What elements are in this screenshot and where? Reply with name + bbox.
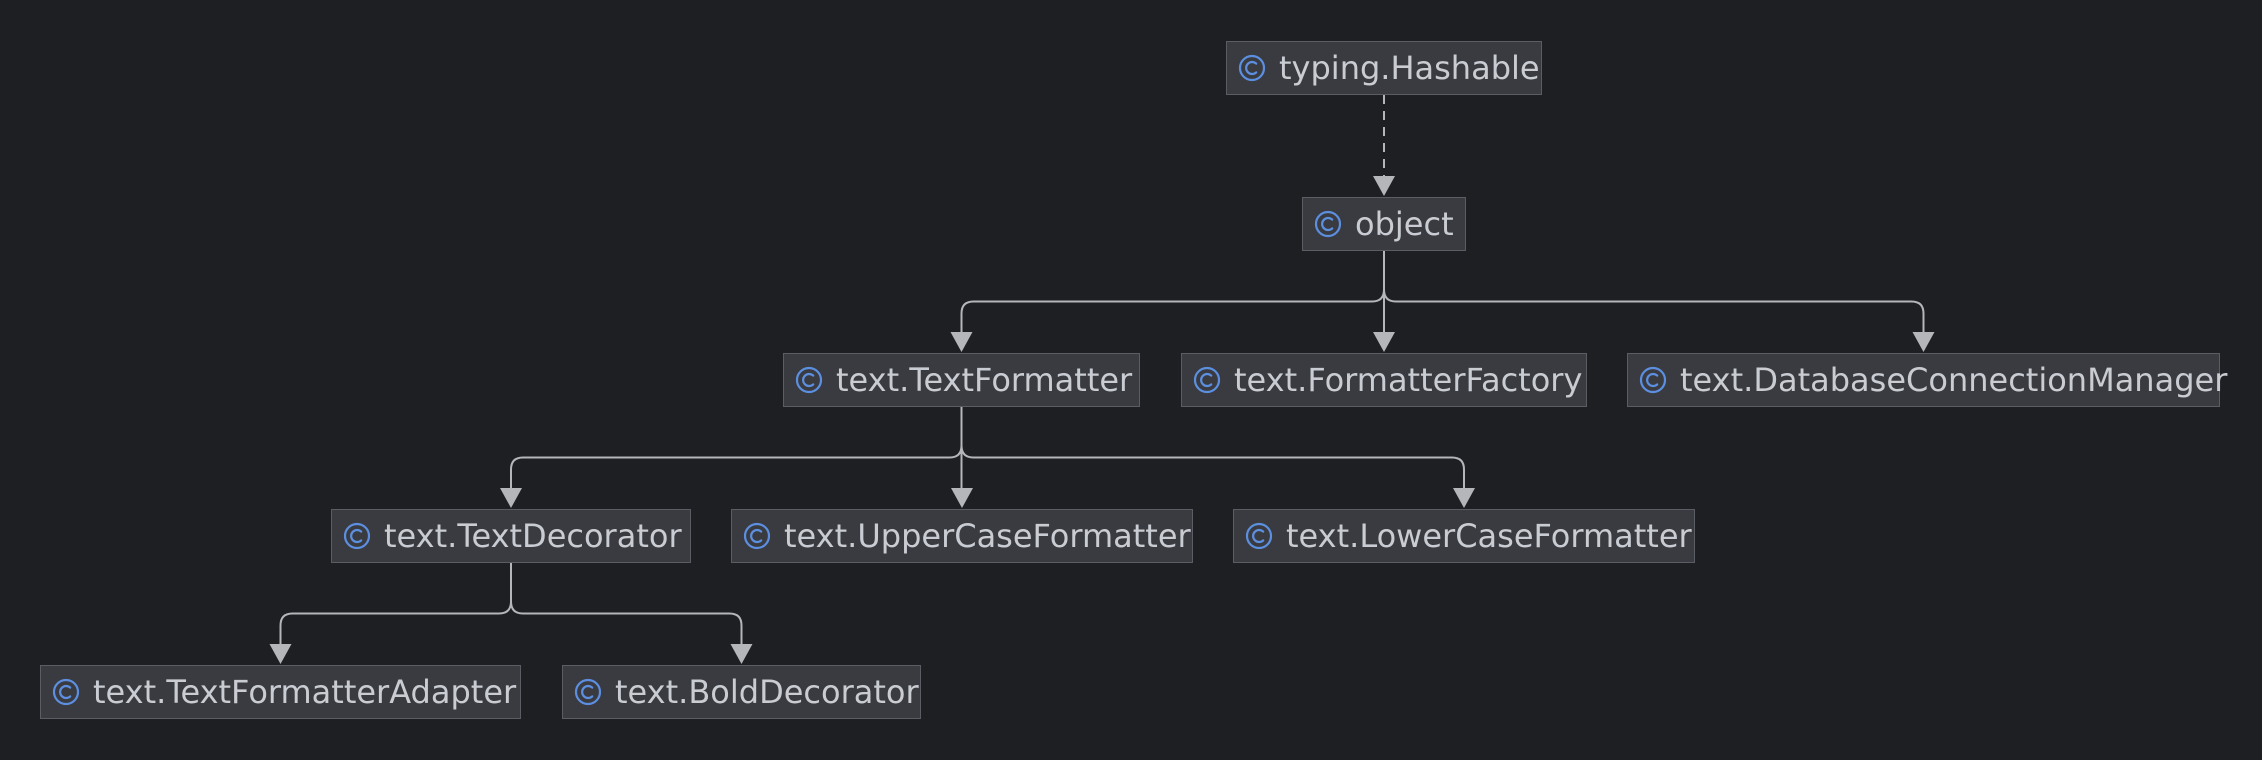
node-label: object: [1355, 205, 1454, 243]
class-icon: [1639, 366, 1667, 394]
node-text-textformatter[interactable]: text.TextFormatter: [783, 353, 1140, 407]
edge-object-to-dbconnmanager: [1383, 251, 1925, 332]
class-icon: [574, 678, 602, 706]
class-icon: [343, 522, 371, 550]
arrowhead-dbconnmanager: [1912, 332, 1935, 352]
arrowhead-textformatter: [950, 332, 973, 352]
node-label: text.FormatterFactory: [1234, 361, 1583, 399]
edge-textdecorator-to-textformatteradapter: [279, 563, 512, 644]
node-text-formatterfactory[interactable]: text.FormatterFactory: [1181, 353, 1587, 407]
class-icon: [743, 522, 771, 550]
arrowhead-uppercaseformatter: [951, 488, 973, 508]
node-text-bolddecorator[interactable]: text.BoldDecorator: [562, 665, 921, 719]
node-label: text.LowerCaseFormatter: [1286, 517, 1692, 555]
arrowhead-textformatteradapter: [269, 644, 292, 664]
node-label: typing.Hashable: [1279, 49, 1540, 87]
class-icon: [1314, 210, 1342, 238]
node-label: text.UpperCaseFormatter: [784, 517, 1191, 555]
node-label: text.TextFormatter: [836, 361, 1133, 399]
edge-object-to-textformatter: [960, 251, 1385, 332]
node-text-databaseconnectionmanager[interactable]: text.DatabaseConnectionManager: [1627, 353, 2227, 407]
arrowhead-textdecorator: [500, 488, 522, 508]
node-label: text.BoldDecorator: [615, 673, 919, 711]
node-text-lowercaseformatter[interactable]: text.LowerCaseFormatter: [1233, 509, 1695, 563]
node-text-textformatteradapter[interactable]: text.TextFormatterAdapter: [40, 665, 521, 719]
node-typing-hashable[interactable]: typing.Hashable: [1226, 41, 1542, 95]
arrowhead-formatterfactory: [1373, 332, 1395, 352]
node-text-textdecorator[interactable]: text.TextDecorator: [331, 509, 691, 563]
arrowhead-bolddecorator: [730, 644, 753, 664]
class-icon: [1245, 522, 1273, 550]
node-text-uppercaseformatter[interactable]: text.UpperCaseFormatter: [731, 509, 1193, 563]
arrowhead-lowercaseformatter: [1453, 488, 1475, 508]
node-label: text.DatabaseConnectionManager: [1680, 361, 2228, 399]
arrowhead-object: [1373, 176, 1395, 196]
class-icon: [1238, 54, 1266, 82]
node-label: text.TextFormatterAdapter: [93, 673, 517, 711]
class-icon: [1193, 366, 1221, 394]
edge-textdecorator-to-bolddecorator: [510, 563, 743, 644]
class-icon: [52, 678, 80, 706]
class-icon: [795, 366, 823, 394]
node-object[interactable]: object: [1302, 197, 1466, 251]
node-label: text.TextDecorator: [384, 517, 682, 555]
edge-textformatter-to-lowercaseformatter: [960, 407, 1465, 488]
edge-textformatter-to-textdecorator: [510, 407, 963, 488]
